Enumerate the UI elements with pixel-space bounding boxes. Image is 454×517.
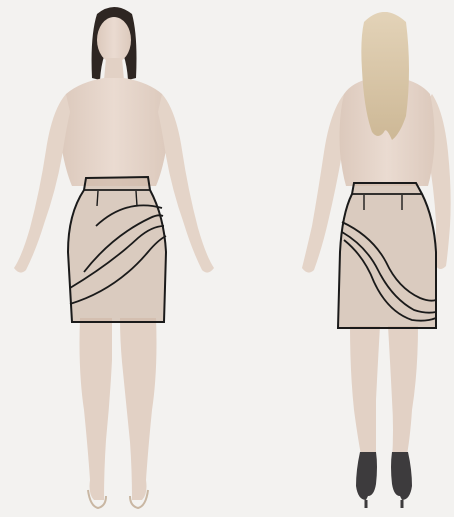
front-torso — [61, 78, 168, 186]
front-skirt-flat — [68, 177, 166, 322]
front-head — [97, 17, 131, 63]
front-neck — [104, 58, 124, 80]
front-dart-right — [136, 191, 137, 206]
back-skirt-flat — [338, 183, 436, 328]
front-dart-left — [97, 191, 98, 206]
back-skirt-body — [338, 183, 436, 328]
